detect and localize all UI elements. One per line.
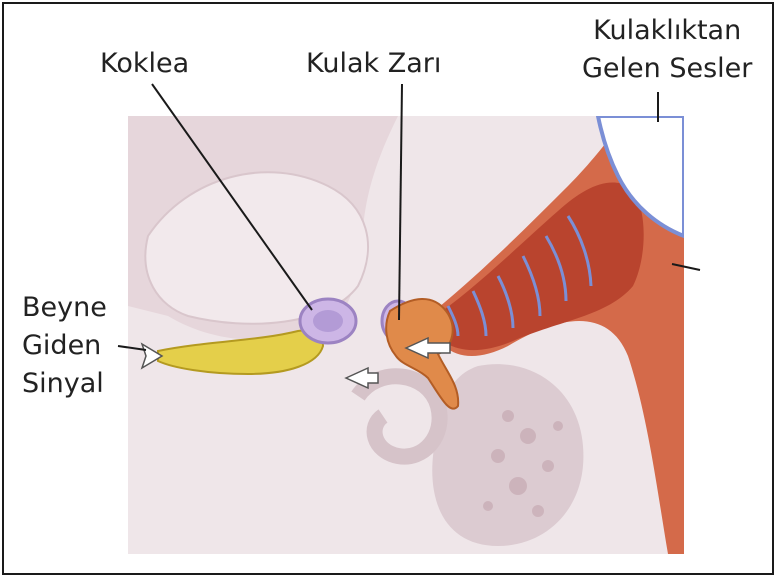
label-beyne-giden-sinyal: Beyne Giden Sinyal (22, 289, 107, 403)
kulakliktan-text: Kulaklıktan (582, 12, 752, 50)
label-kulakliktan-gelen-sesler: Kulaklıktan Gelen Sesler (582, 12, 752, 88)
label-kulak-zari: Kulak Zarı (306, 46, 441, 81)
gelen-sesler-text: Gelen Sesler (582, 50, 752, 88)
ear-anatomy-illustration (128, 116, 684, 554)
giden-text: Giden (22, 327, 107, 365)
koklea-text: Koklea (100, 48, 189, 79)
sinyal-text: Sinyal (22, 365, 107, 403)
label-koklea: Koklea (100, 46, 189, 81)
beyne-text: Beyne (22, 289, 107, 327)
kulak-zari-text: Kulak Zarı (306, 48, 441, 79)
